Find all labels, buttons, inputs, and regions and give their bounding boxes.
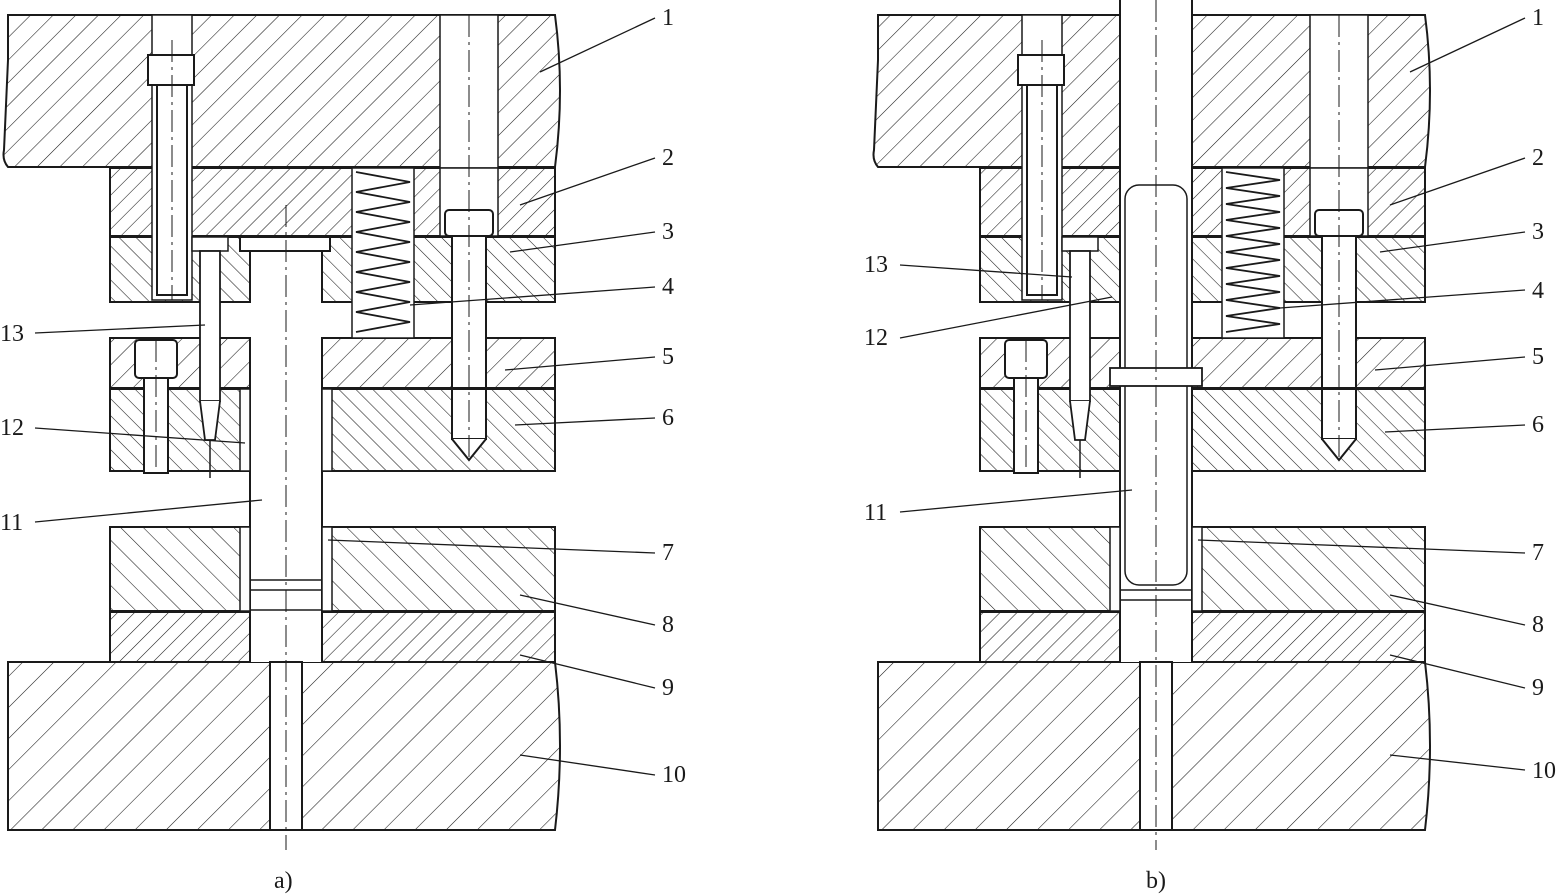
callout-b-3: 3	[1532, 219, 1544, 245]
callout-a-8: 8	[662, 612, 674, 638]
callout-b-8: 8	[1532, 612, 1544, 638]
spring-4	[1225, 171, 1281, 333]
callout-a-10: 10	[662, 762, 686, 788]
callout-a-2: 2	[662, 145, 674, 171]
callout-a-7: 7	[662, 540, 674, 566]
callout-b-5: 5	[1532, 344, 1544, 370]
callout-a-6: 6	[662, 405, 674, 431]
callout-b-12: 12	[864, 325, 888, 351]
callout-b-2: 2	[1532, 145, 1544, 171]
callout-a-3: 3	[662, 219, 674, 245]
callout-b-6: 6	[1532, 412, 1544, 438]
callout-a-12: 12	[0, 415, 24, 441]
callout-a-5: 5	[662, 344, 674, 370]
panel-b	[872, 0, 1431, 850]
callout-a-11: 11	[0, 510, 23, 536]
plate-9	[109, 611, 556, 663]
callout-a-9: 9	[662, 675, 674, 701]
callout-b-11: 11	[864, 500, 887, 526]
leader-lines	[34, 17, 1526, 776]
callout-a-1: 1	[662, 5, 674, 31]
bushing-7	[1109, 526, 1121, 612]
callout-b-10: 10	[1532, 758, 1556, 784]
plate-9	[979, 611, 1426, 663]
callouts-panel-b-left: 13 12 11	[864, 252, 888, 526]
caption-a: a)	[274, 868, 293, 894]
callout-b-9: 9	[1532, 675, 1544, 701]
plate-1	[2, 14, 561, 168]
caption-b: b)	[1146, 868, 1166, 894]
bushing-7	[239, 526, 251, 612]
callout-b-7: 7	[1532, 540, 1544, 566]
callouts-panel-b-right: 1 2 3 4 5 6 7 8 9 10	[1532, 5, 1556, 784]
callouts-panel-a-left: 13 12 11	[0, 321, 24, 536]
panel-a	[2, 14, 561, 850]
callout-a-4: 4	[662, 274, 674, 300]
callout-b-13: 13	[864, 252, 888, 278]
callouts-panel-a-right: 1 2 3 4 5 6 7 8 9 10	[662, 5, 686, 788]
callout-b-1: 1	[1532, 5, 1544, 31]
callout-a-13: 13	[0, 321, 24, 347]
callout-b-4: 4	[1532, 278, 1544, 304]
spring-4	[355, 171, 411, 333]
plate-6	[979, 388, 1426, 472]
